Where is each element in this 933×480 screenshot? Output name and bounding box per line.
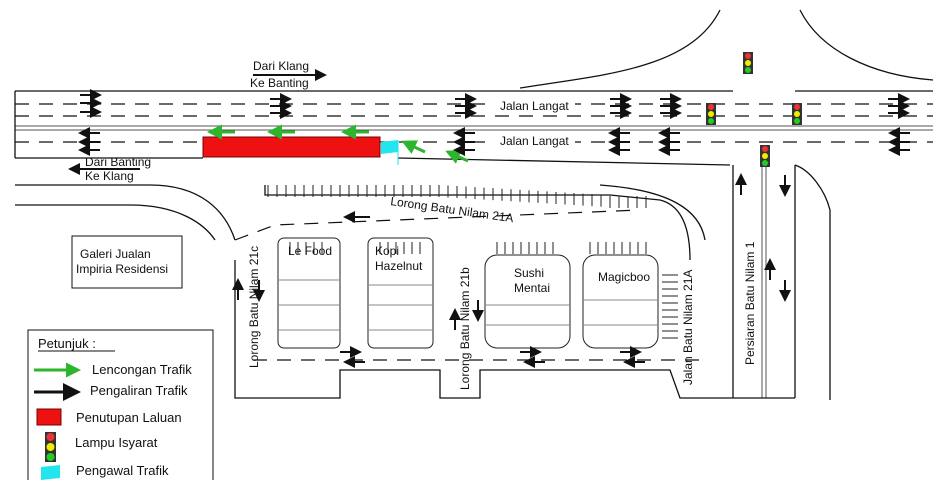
traffic-light-icon bbox=[45, 432, 56, 462]
hazelnut-label: Hazelnut bbox=[375, 259, 423, 273]
lorong-21c-label: Lorong Batu Nilam 21c bbox=[247, 246, 261, 368]
cyan-flag-icon bbox=[41, 465, 60, 480]
dari-klang-label: Dari Klang bbox=[253, 59, 309, 73]
junction-curves bbox=[519, 9, 933, 89]
road-closure-block bbox=[202, 136, 381, 158]
legend-label-lights: Lampu Isyarat bbox=[75, 435, 158, 450]
traffic-light-lamp bbox=[745, 60, 751, 66]
lower-boundary bbox=[234, 260, 733, 399]
traffic-light-lamp bbox=[762, 153, 768, 159]
legend-title: Petunjuk : bbox=[38, 336, 96, 351]
traffic-light-icon bbox=[760, 145, 770, 167]
legend-label-diversion: Lencongan Trafik bbox=[92, 362, 192, 377]
red-block-icon bbox=[36, 408, 62, 426]
magicboo-label: Magicboo bbox=[598, 270, 650, 284]
parking-bays bbox=[267, 185, 678, 339]
lorong-21a-label: Lorong Batu Nilam 21A bbox=[390, 194, 515, 225]
sushi-label: Sushi bbox=[514, 266, 544, 280]
traffic-flow-arrows bbox=[68, 69, 910, 368]
ke-klang-label: Ke Klang bbox=[85, 169, 134, 183]
persiaran-road bbox=[732, 165, 796, 399]
galeri-building bbox=[71, 235, 183, 289]
traffic-light-lamp bbox=[708, 104, 714, 110]
traffic-light-lamp bbox=[794, 111, 800, 117]
jalan-langat-road bbox=[14, 90, 933, 166]
galeri-label-1: Galeri Jualan bbox=[80, 247, 151, 261]
persiaran-label: Persiaran Batu Nilam 1 bbox=[743, 241, 757, 365]
side-curves bbox=[599, 164, 831, 400]
traffic-lights bbox=[706, 52, 802, 167]
traffic-light-lamp bbox=[762, 160, 768, 166]
slip-road bbox=[15, 184, 236, 241]
traffic-light-icon bbox=[706, 103, 716, 125]
jalan-21a-label: Jalan Batu Nilam 21A bbox=[681, 270, 695, 385]
mentai-label: Mentai bbox=[514, 281, 550, 295]
legend-label-flow: Pengaliran Trafik bbox=[90, 383, 188, 398]
kopi-label: Kopi bbox=[375, 244, 399, 258]
traffic-light-lamp bbox=[708, 111, 714, 117]
ke-banting-label: Ke Banting bbox=[250, 76, 309, 90]
jalan-langat-lower-label: Jalan Langat bbox=[500, 134, 569, 148]
traffic-light-lamp bbox=[745, 67, 751, 73]
legend-label-closure: Penutupan Laluan bbox=[76, 410, 182, 425]
lorong-21a-edge bbox=[264, 185, 691, 261]
traffic-light-icon bbox=[792, 103, 802, 125]
diversion-arrows bbox=[207, 124, 469, 164]
galeri-label-2: Impiria Residensi bbox=[76, 262, 168, 276]
traffic-light-lamp bbox=[708, 118, 714, 124]
traffic-light-icon bbox=[743, 52, 753, 74]
legend: Petunjuk : Lencongan Trafik Pengaliran T… bbox=[27, 329, 214, 480]
dari-banting-label: Dari Banting bbox=[85, 155, 151, 169]
le-food-label: Le Food bbox=[288, 244, 332, 258]
traffic-marshal-flag-icon bbox=[381, 140, 398, 154]
traffic-light-lamp bbox=[745, 53, 751, 59]
traffic-light-lamp bbox=[762, 146, 768, 152]
jalan-langat-upper-label: Jalan Langat bbox=[500, 99, 569, 113]
traffic-light-lamp bbox=[794, 104, 800, 110]
traffic-light-lamp bbox=[794, 118, 800, 124]
building-blocks bbox=[277, 237, 659, 349]
legend-label-marshal: Pengawal Trafik bbox=[76, 463, 169, 478]
lorong-21b-label: Lorong Batu Nilam 21b bbox=[458, 267, 472, 390]
